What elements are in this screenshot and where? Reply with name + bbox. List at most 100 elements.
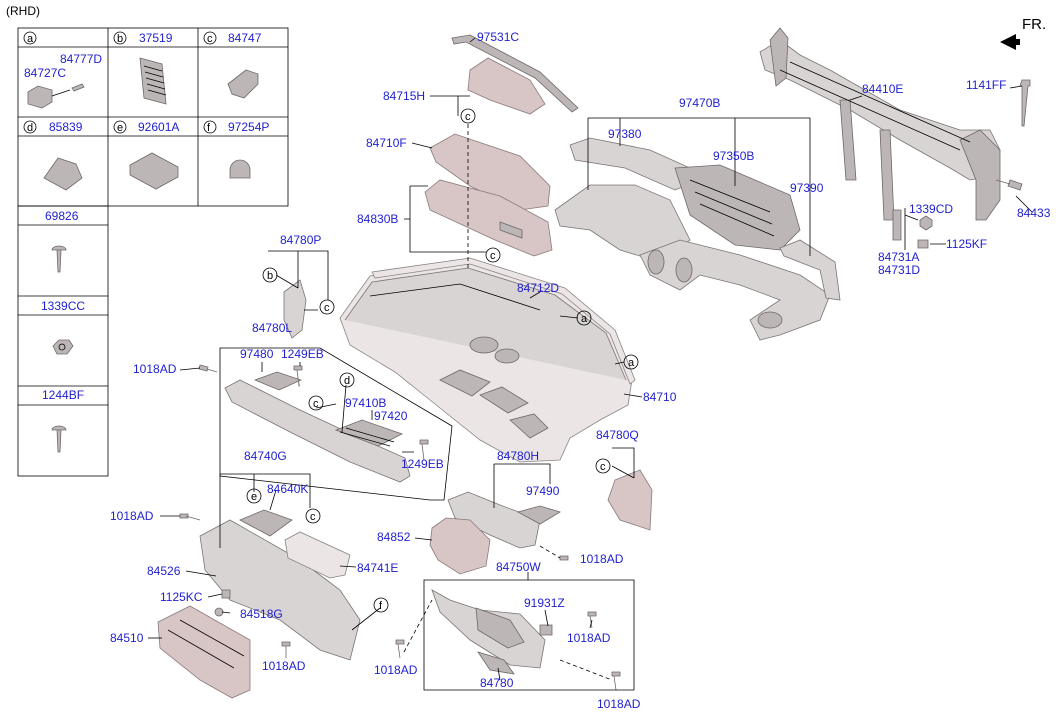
side-cover-right: [607, 469, 653, 531]
part-label-84715H[interactable]: 84715H: [383, 89, 425, 103]
callout-markers: c c b c a a d c c e c f: [246, 108, 639, 613]
part-label-84780H[interactable]: 84780H: [497, 449, 539, 463]
screw-icon: [179, 513, 201, 521]
part-label-1141FF[interactable]: 1141FF: [966, 78, 1006, 92]
part-label-84410E[interactable]: 84410E: [862, 82, 903, 96]
part-label-84710[interactable]: 84710: [643, 390, 677, 404]
callout-c[interactable]: c: [305, 508, 321, 524]
part-label-84710F[interactable]: 84710F: [366, 136, 407, 150]
part-label-97531C[interactable]: 97531C: [477, 30, 519, 44]
part-label-84780Q[interactable]: 84780Q: [596, 428, 639, 442]
part-label-97490[interactable]: 97490: [526, 484, 560, 498]
part-label-84433[interactable]: 84433: [1017, 206, 1051, 220]
part-label-1018AD-lower-left[interactable]: 1018AD: [262, 659, 306, 673]
part-label-84526[interactable]: 84526: [147, 564, 181, 578]
part-label-84741E[interactable]: 84741E: [357, 561, 398, 575]
part-label-84780L[interactable]: 84780L: [252, 321, 292, 335]
part-label-84830B[interactable]: 84830B: [357, 212, 398, 226]
part-label-84731D[interactable]: 84731D: [878, 263, 920, 277]
legend-cell-d[interactable]: d 85839: [23, 120, 83, 191]
part-label-84510[interactable]: 84510: [110, 631, 144, 645]
svg-text:b: b: [267, 270, 273, 282]
part-label-97420[interactable]: 97420: [374, 409, 408, 423]
part-label-1339CD[interactable]: 1339CD: [909, 202, 953, 216]
screw-icon: [51, 245, 67, 273]
foam-pad-icon: [139, 57, 167, 105]
svg-text:84777D: 84777D: [60, 52, 102, 66]
callout-a[interactable]: a: [623, 354, 639, 370]
front-direction-indicator: FR.: [1000, 16, 1046, 50]
part-label-84780P[interactable]: 84780P: [280, 233, 321, 247]
callout-a[interactable]: a: [576, 310, 592, 326]
legend-cell-1339CC[interactable]: 1339CC: [41, 299, 85, 355]
part-label-1125KC[interactable]: 1125KC: [160, 590, 203, 604]
clip-icon: [227, 69, 259, 99]
svg-text:c: c: [465, 111, 471, 123]
callout-c[interactable]: c: [485, 247, 501, 263]
part-label-1018AD-mid-left[interactable]: 1018AD: [110, 509, 154, 523]
steering-shroud: [429, 517, 491, 575]
part-label-1018AD-bottom[interactable]: 1018AD: [597, 697, 641, 711]
callout-c[interactable]: c: [595, 458, 611, 474]
part-label-1018AD-left[interactable]: 1018AD: [133, 362, 177, 376]
callout-d[interactable]: d: [339, 372, 355, 388]
part-label-1018AD-lower-center[interactable]: 1018AD: [374, 663, 418, 677]
air-vent-duct: [284, 531, 351, 579]
part-label-84640K[interactable]: 84640K: [267, 482, 308, 496]
legend-cell-a[interactable]: a 84777D 84727C: [23, 31, 102, 109]
air-duct-end: [779, 239, 841, 301]
callout-e[interactable]: e: [246, 488, 262, 504]
legend-cell-1244BF[interactable]: 1244BF: [42, 388, 84, 453]
part-label-84712D[interactable]: 84712D: [517, 281, 559, 295]
part-label-91931Z[interactable]: 91931Z: [524, 596, 565, 610]
clip-icon: [214, 607, 224, 617]
svg-text:69826: 69826: [45, 209, 79, 223]
screw-icon: [198, 364, 218, 373]
part-label-97410B[interactable]: 97410B: [345, 396, 386, 410]
part-label-97470B[interactable]: 97470B: [679, 96, 720, 110]
part-label-97480[interactable]: 97480: [240, 347, 274, 361]
svg-text:84747: 84747: [228, 31, 262, 45]
front-arrow-icon: [1000, 34, 1020, 50]
svg-text:a: a: [581, 313, 588, 325]
callout-c[interactable]: c: [319, 299, 335, 315]
callout-c[interactable]: c: [460, 108, 476, 124]
air-duct-upper: [569, 137, 696, 191]
grommet-icon: [229, 159, 251, 179]
part-label-97390[interactable]: 97390: [790, 181, 824, 195]
callout-b[interactable]: b: [262, 267, 278, 283]
part-label-97350B[interactable]: 97350B: [713, 149, 754, 163]
part-label-97380[interactable]: 97380: [608, 127, 642, 141]
part-label-84518G[interactable]: 84518G: [240, 607, 283, 621]
svg-text:f: f: [379, 600, 383, 612]
upper-pad-cover: [467, 57, 546, 115]
svg-text:d: d: [344, 375, 350, 387]
part-label-1249EB-upper[interactable]: 1249EB: [281, 347, 324, 361]
part-label-84780[interactable]: 84780: [480, 676, 514, 690]
legend-table: a 84777D 84727C b 37519 c 84747 d 85839: [17, 27, 289, 477]
lower-garnish-long: [224, 379, 411, 483]
legend-cell-e[interactable]: e 92601A: [113, 120, 179, 190]
svg-text:85839: 85839: [49, 120, 83, 134]
callout-c[interactable]: c: [308, 395, 324, 411]
part-label-1018AD-center[interactable]: 1018AD: [580, 552, 624, 566]
screw-icon: [293, 365, 303, 387]
part-label-84740G[interactable]: 84740G: [244, 449, 287, 463]
legend-cell-69826[interactable]: 69826: [45, 209, 79, 273]
screw-icon: [611, 671, 621, 691]
legend-cell-f[interactable]: f 97254P: [203, 120, 269, 179]
part-label-84852[interactable]: 84852: [377, 530, 411, 544]
part-label-1249EB-lower[interactable]: 1249EB: [401, 457, 444, 471]
part-label-84731A[interactable]: 84731A: [878, 250, 919, 264]
part-label-1125KF[interactable]: 1125KF: [946, 237, 987, 251]
legend-cell-c[interactable]: c 84747: [203, 31, 262, 99]
part-label-84750W[interactable]: 84750W: [496, 560, 541, 574]
knee-cover: [477, 651, 515, 675]
screw-icon: [71, 83, 85, 92]
svg-text:e: e: [251, 491, 257, 503]
legend-cell-b[interactable]: b 37519: [113, 31, 173, 105]
crash-pad-deco-strip: [371, 257, 636, 385]
callout-f[interactable]: f: [373, 597, 389, 613]
part-label-1018AD-lower-right[interactable]: 1018AD: [567, 631, 611, 645]
